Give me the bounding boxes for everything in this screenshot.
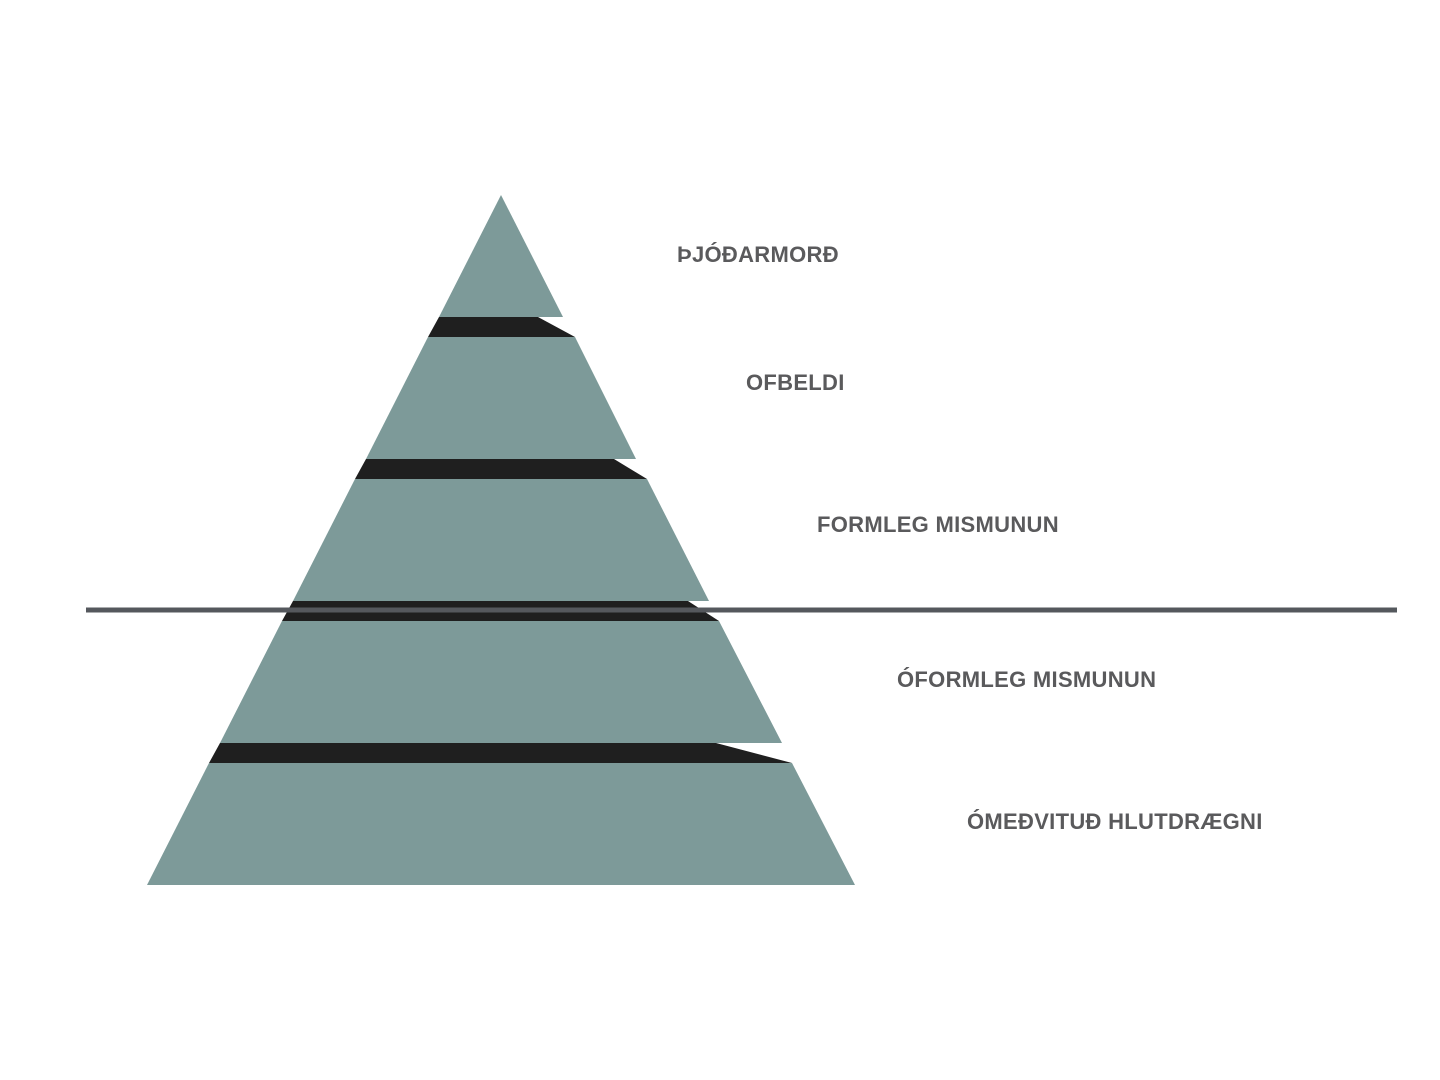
level-shape-2 — [293, 479, 709, 601]
pyramid-levels — [147, 195, 855, 885]
level-label-informal-discrimination: ÓFORMLEG MISMUNUN — [897, 667, 1157, 692]
level-shadow-4 — [209, 743, 792, 763]
level-shape-4 — [147, 763, 855, 885]
level-label-unconscious-bias: ÓMEÐVITUÐ HLUTDRÆGNI — [967, 809, 1263, 834]
level-shadows — [209, 317, 792, 763]
level-shape-3 — [220, 621, 782, 743]
level-label-genocide: ÞJÓÐARMORÐ — [677, 242, 839, 267]
level-shape-1 — [366, 337, 636, 459]
level-shadow-2 — [355, 459, 647, 479]
level-label-formal-discrimination: FORMLEG MISMUNUN — [817, 512, 1059, 537]
level-shape-0 — [439, 195, 563, 317]
level-shadow-1 — [428, 317, 575, 337]
level-label-violence: OFBELDI — [746, 370, 845, 395]
